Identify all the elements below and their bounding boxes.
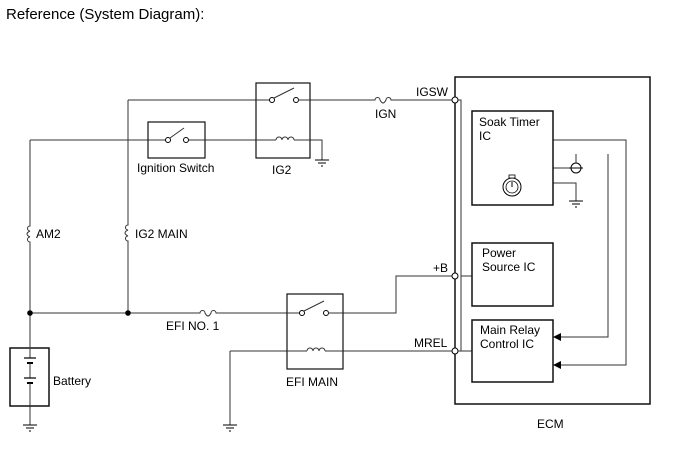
ground-symbol [23, 424, 37, 432]
ignition-switch-label: Ignition Switch [137, 161, 214, 175]
wires [29, 99, 627, 425]
efi-main-relay: EFI MAIN [286, 293, 344, 389]
terminal-mrel-label: MREL [414, 336, 448, 350]
arrow-icon [553, 361, 561, 369]
supply-terminal-icon [569, 154, 583, 174]
timer-icon [502, 174, 522, 197]
efi-main-relay-label: EFI MAIN [286, 375, 338, 389]
ecm-label: ECM [537, 417, 564, 431]
fuse-ign-label: IGN [375, 107, 396, 121]
ig2-relay-label: IG2 [272, 163, 292, 177]
fuse-efi-no1: EFI NO. 1 [166, 310, 222, 333]
battery: Battery [9, 347, 91, 407]
terminal-plus-b-label: +B [433, 261, 448, 275]
ignition-switch: Ignition Switch [137, 121, 214, 175]
fuse-efi-no1-label: EFI NO. 1 [166, 319, 220, 333]
fuse-am2-label: AM2 [36, 227, 61, 241]
junction-dot [27, 310, 33, 316]
terminal-igsw-label: IGSW [416, 85, 449, 99]
fuse-ign: IGN [370, 97, 396, 121]
soak-timer-ic: Soak Timer IC [471, 110, 554, 206]
ground-symbol [315, 159, 329, 167]
fuse-ig2-main-label: IG2 MAIN [135, 227, 188, 241]
main-relay-control-ic: Main Relay Control IC [471, 319, 554, 383]
main-relay-control-ic-label-line2: Control IC [480, 337, 534, 351]
terminal-igsw [451, 96, 459, 104]
terminal-plus-b [451, 272, 459, 280]
ground-symbol [569, 200, 583, 208]
battery-label: Battery [53, 374, 91, 388]
ig2-relay: IG2 [255, 82, 311, 177]
power-source-ic-label-line1: Power [482, 246, 516, 260]
fuse-am2: AM2 [26, 220, 61, 248]
soak-timer-ic-label-line1: Soak Timer [479, 115, 540, 129]
arrow-icon [553, 333, 561, 341]
main-relay-control-ic-label-line1: Main Relay [480, 323, 540, 337]
power-source-ic-label-line2: Source IC [482, 260, 536, 274]
fuse-ig2-main: IG2 MAIN [124, 218, 188, 248]
power-source-ic: Power Source IC [471, 242, 554, 307]
junction-dot [125, 310, 131, 316]
ground-symbol [223, 424, 237, 432]
diagram-title: Reference (System Diagram): [6, 6, 204, 23]
soak-timer-ic-label-line2: IC [479, 129, 491, 143]
terminal-mrel [451, 347, 459, 355]
ecm: ECM Soak Timer IC Power Source IC [451, 76, 651, 431]
